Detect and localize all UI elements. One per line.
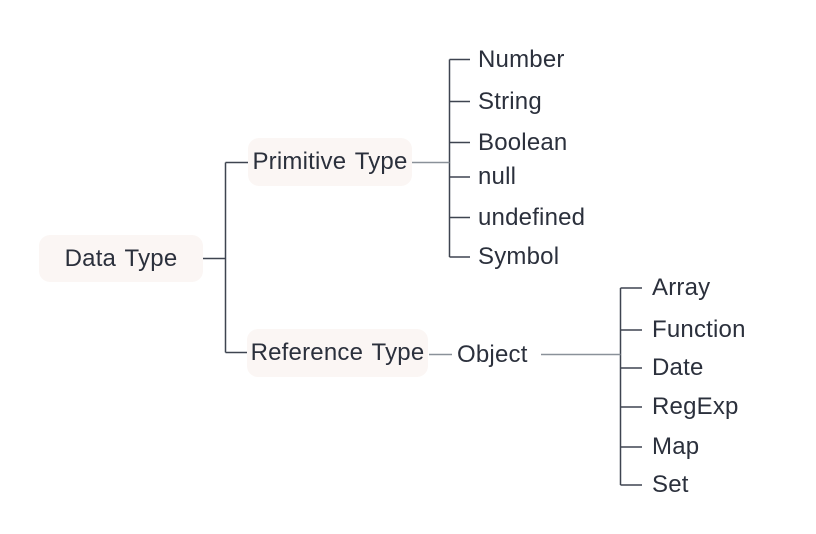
leaf-array: Array (652, 274, 711, 301)
leaf-undefined: undefined (478, 204, 586, 231)
leaf-regexp: RegExp (652, 393, 739, 420)
node-data-type: Data Type (39, 235, 203, 282)
primitive-leaf-spine (448, 58, 470, 258)
root-branch-connector (203, 161, 248, 354)
leaf-symbol: Symbol (478, 243, 560, 270)
leaf-null: null (478, 163, 517, 190)
leaf-boolean: Boolean (478, 129, 568, 156)
node-primitive-type-label: Primitive Type (252, 148, 408, 175)
node-primitive-type: Primitive Type (248, 138, 412, 186)
leaf-number: Number (478, 46, 565, 73)
leaf-set: Set (652, 471, 689, 498)
node-reference-type-label: Reference Type (250, 339, 425, 366)
branch-horizontal-connectors (412, 161, 621, 356)
leaf-function: Function (652, 316, 746, 343)
leaf-map: Map (652, 433, 700, 460)
node-object: Object (457, 341, 528, 368)
leaf-date: Date (652, 354, 704, 381)
node-data-type-label: Data Type (64, 244, 178, 272)
node-reference-type: Reference Type (247, 329, 428, 377)
object-leaf-spine (619, 287, 642, 486)
leaf-string: String (478, 88, 542, 115)
